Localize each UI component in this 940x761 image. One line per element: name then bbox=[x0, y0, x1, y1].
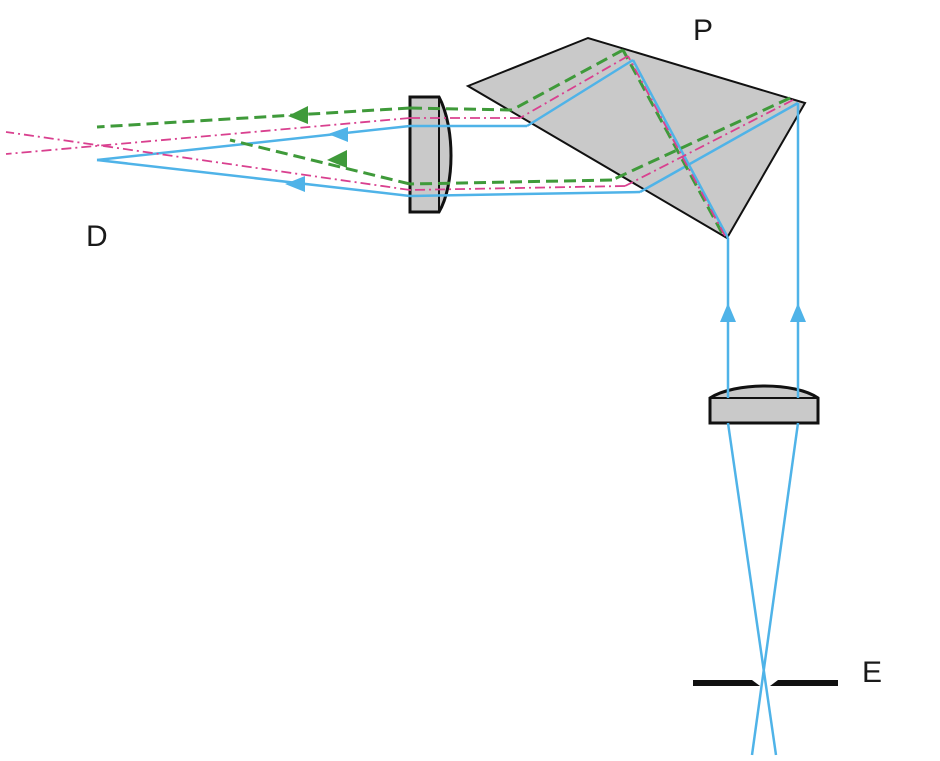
eyepiece-stop-label: E bbox=[862, 656, 882, 689]
ray-arrows bbox=[285, 106, 806, 322]
arrow-up-left bbox=[720, 303, 736, 322]
magenta-rays bbox=[5, 55, 794, 237]
blue-rays bbox=[96, 58, 800, 756]
arrow-left-green-top bbox=[288, 106, 308, 124]
detector-label: D bbox=[86, 220, 108, 253]
aperture-stop-left bbox=[693, 680, 760, 686]
arrow-left-blue-bottom bbox=[285, 176, 305, 192]
arrow-up-right bbox=[790, 303, 806, 322]
arrow-left-blue-top bbox=[328, 127, 348, 142]
arrow-left-green-bottom bbox=[327, 150, 347, 168]
aperture-stop-right bbox=[770, 680, 838, 686]
green-rays bbox=[96, 48, 791, 234]
field-lens bbox=[708, 384, 820, 425]
prism-label: P bbox=[693, 14, 713, 47]
